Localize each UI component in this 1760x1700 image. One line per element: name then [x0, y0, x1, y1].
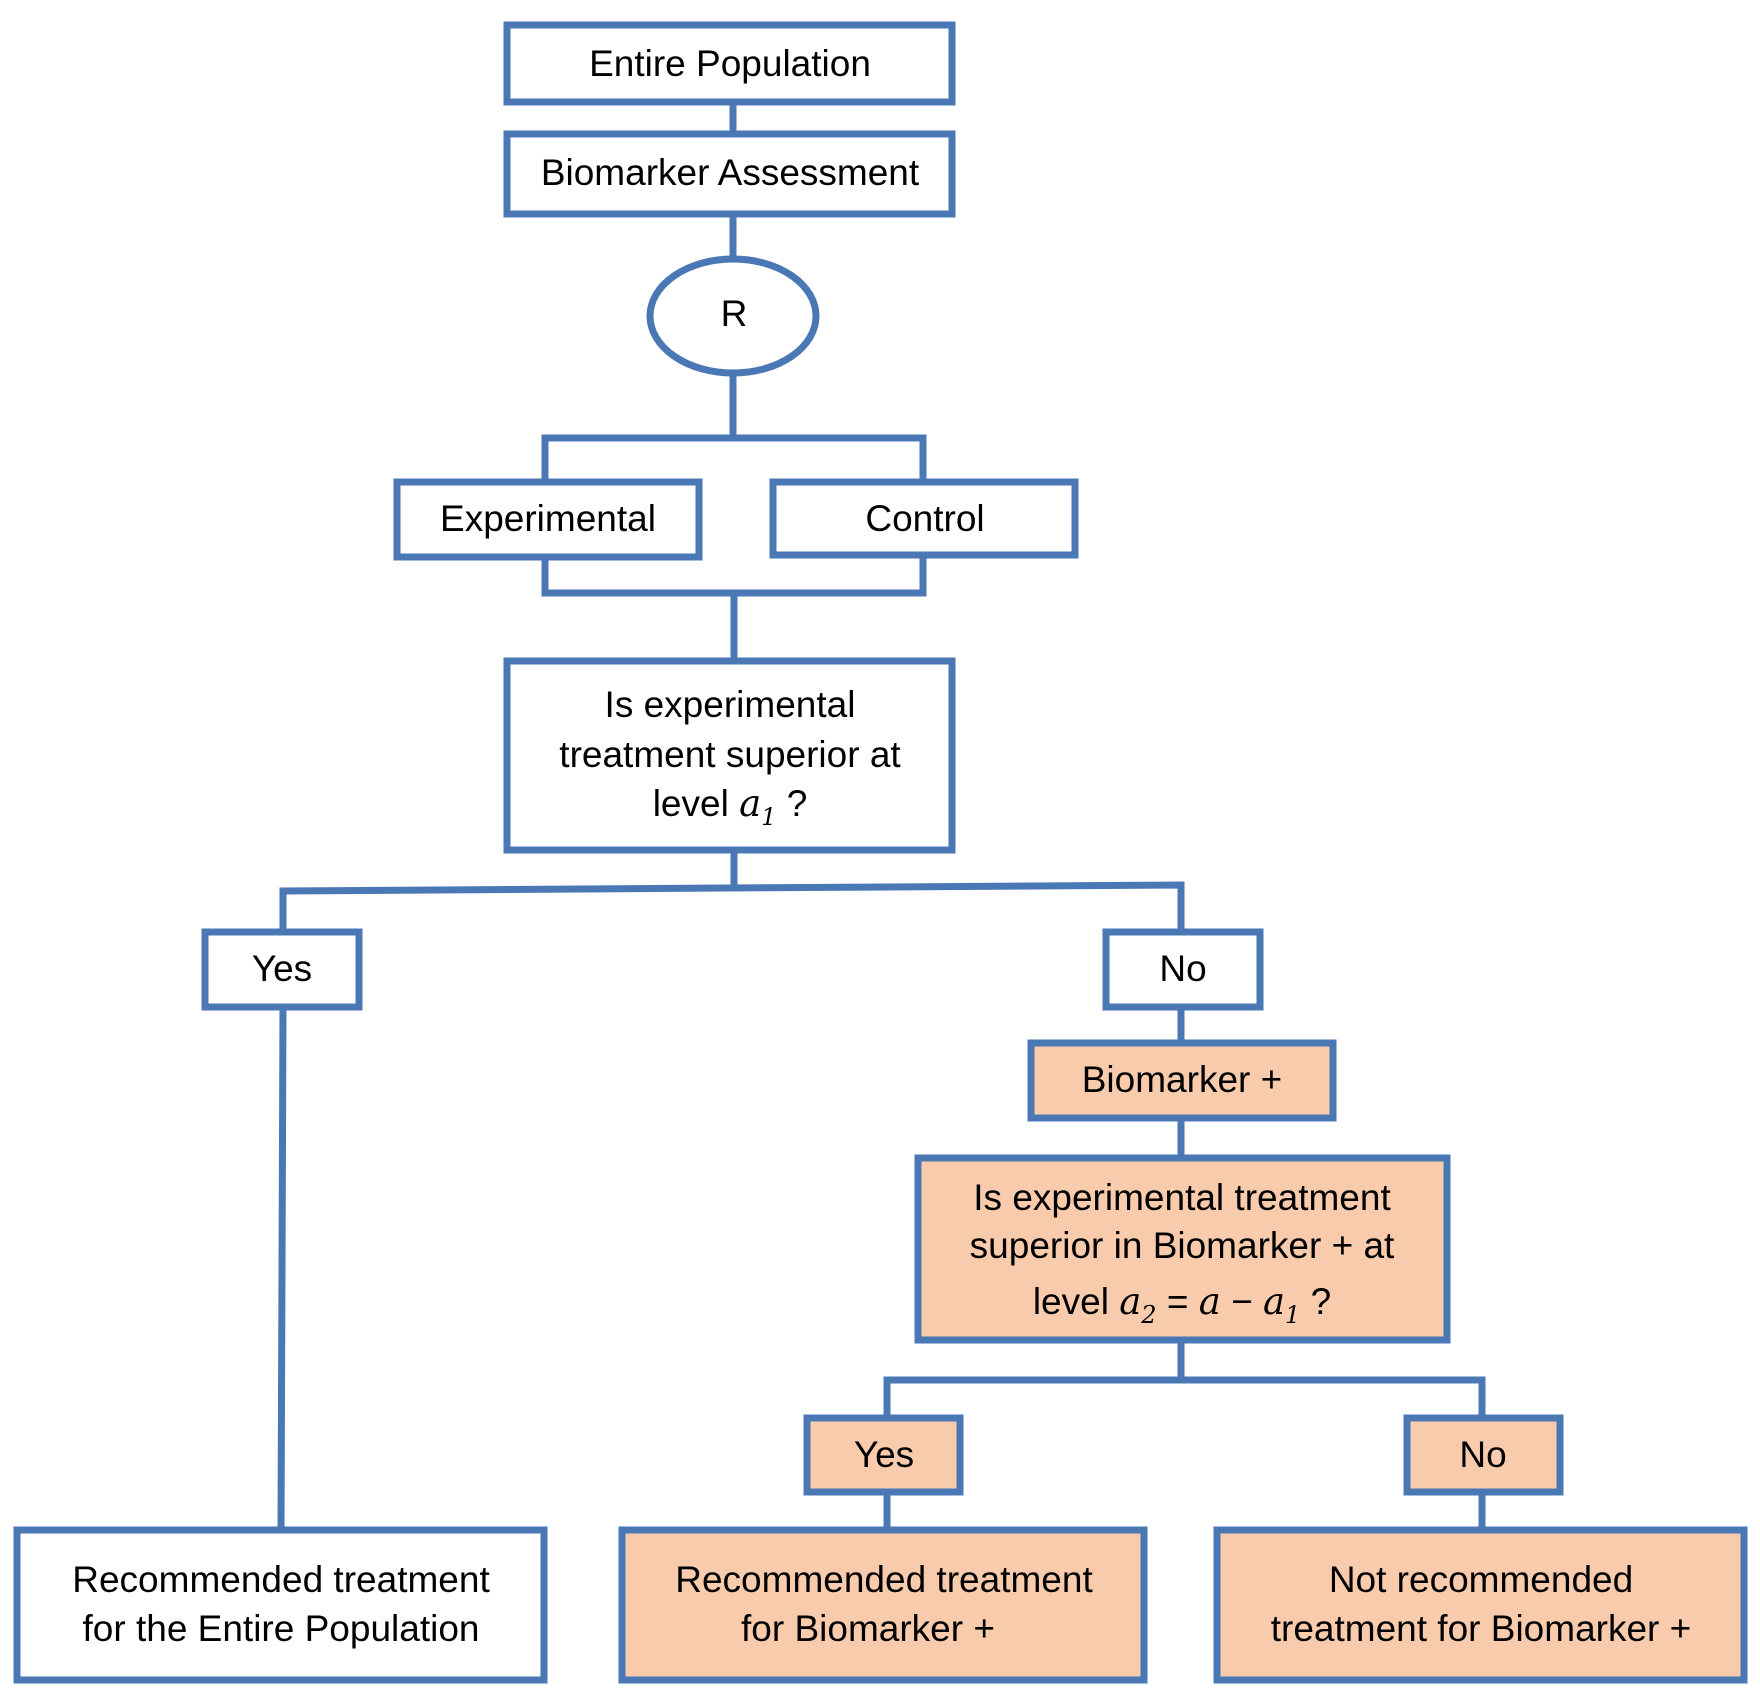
no-right-box — [1102, 928, 1264, 1011]
entire-population-label: Entire Population — [589, 43, 871, 84]
no-bottom-box — [1403, 1414, 1564, 1496]
recommended-entire-line2: for the Entire Population — [83, 1608, 480, 1649]
biomarker-plus-box — [1027, 1039, 1337, 1122]
experimental-label: Experimental — [440, 498, 656, 539]
control-arm-box — [769, 478, 1079, 559]
question1-line3: level a1 ? — [653, 782, 808, 831]
no-bottom-label: No — [1459, 1434, 1506, 1475]
question1-alpha-subscript: 1 — [761, 803, 776, 831]
recommended-entire-box — [13, 1526, 548, 1684]
recommended-biomarker-line2: for Biomarker + — [741, 1608, 995, 1649]
question2-line3: level a2 = a − a1 ? — [1033, 1280, 1331, 1329]
question2-question-mark: ? — [1300, 1281, 1331, 1322]
entire-population-box — [503, 21, 956, 106]
question2-alpha2-symbol: a — [1119, 1280, 1141, 1323]
not-recommended-biomarker-line2: treatment for Biomarker + — [1271, 1608, 1692, 1649]
recommended-biomarker-box — [618, 1526, 1148, 1684]
question2-box — [914, 1154, 1451, 1344]
no-right-label: No — [1159, 948, 1206, 989]
question1-level-text: level — [653, 783, 739, 824]
question2-alpha1-symbol: a — [1263, 1280, 1285, 1323]
question2-alpha-symbol: a — [1199, 1280, 1221, 1323]
biomarker-plus-label: Biomarker + — [1082, 1059, 1282, 1100]
question2-line2: superior in Biomarker + at — [970, 1225, 1395, 1266]
yes-bottom-box — [803, 1414, 964, 1496]
not-recommended-biomarker-box — [1213, 1526, 1748, 1684]
connector-question1-branch — [279, 881, 1185, 932]
question1-line2: treatment superior at — [559, 734, 901, 775]
yes-left-box — [201, 928, 363, 1011]
randomization-label: R — [721, 293, 748, 334]
question2-level-text: level — [1033, 1281, 1119, 1322]
control-label: Control — [865, 498, 984, 539]
experimental-arm-box — [393, 478, 703, 561]
biomarker-assessment-label: Biomarker Assessment — [541, 152, 920, 193]
recommended-biomarker-line1: Recommended treatment — [675, 1559, 1093, 1600]
connector-yes-to-recommend-entire — [277, 1006, 287, 1531]
yes-left-label: Yes — [252, 948, 312, 989]
biomarker-assessment-box — [503, 130, 956, 218]
yes-bottom-label: Yes — [854, 1434, 914, 1475]
connector-question2-branch — [883, 1376, 1486, 1418]
question2-alpha2-subscript: 2 — [1140, 1301, 1156, 1329]
question1-question-mark: ? — [776, 783, 807, 824]
question1-alpha-symbol: a — [739, 782, 761, 825]
connector-split-top — [541, 434, 927, 482]
connector-join-bottom — [541, 555, 927, 597]
question2-equals: = — [1157, 1281, 1199, 1322]
randomization-node — [646, 255, 820, 377]
question2-line1: Is experimental treatment — [973, 1177, 1391, 1218]
question2-alpha1-subscript: 1 — [1285, 1301, 1300, 1329]
not-recommended-biomarker-line1: Not recommended — [1329, 1559, 1633, 1600]
recommended-entire-line1: Recommended treatment — [72, 1559, 490, 1600]
question2-minus: − — [1221, 1281, 1263, 1322]
question1-line1: Is experimental — [605, 684, 856, 725]
question1-box — [503, 657, 956, 854]
